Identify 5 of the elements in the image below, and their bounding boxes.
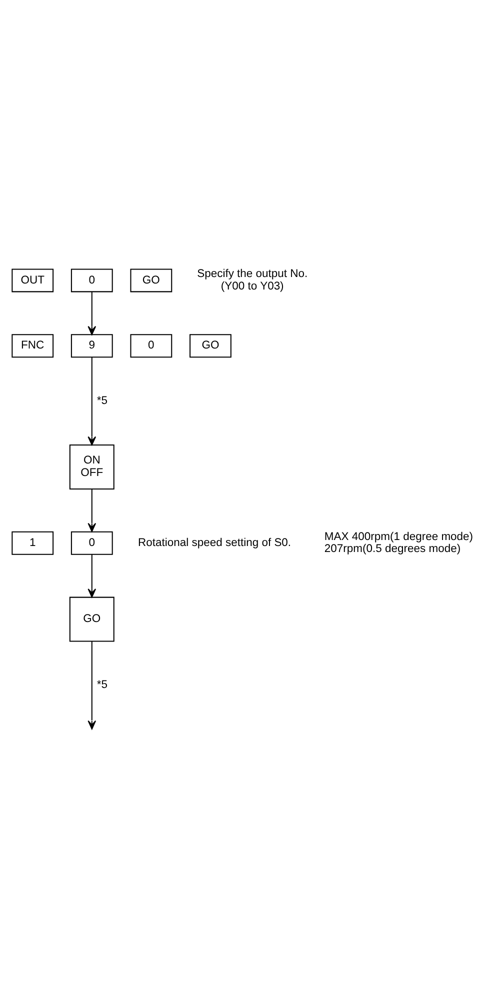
edge-label: *5 [96, 678, 108, 691]
label: MAX 400rpm(1 degree mode) 207rpm(0.5 degrees mode) [324, 530, 474, 555]
label: Specify the output No. (Y00 to Y03) [197, 268, 308, 292]
label: Rotational speed setting of S0. [138, 536, 292, 549]
edge-label: *5 [96, 394, 108, 406]
